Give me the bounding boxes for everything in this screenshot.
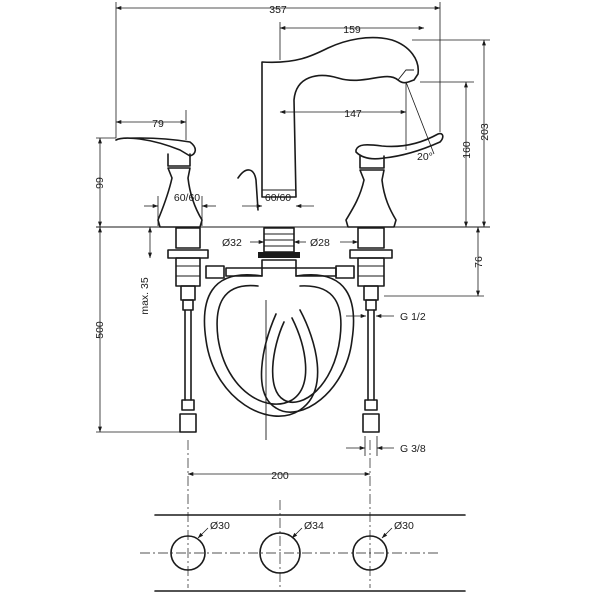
spout-shank: [258, 227, 300, 269]
label-d28: Ø28: [310, 237, 330, 249]
label-hole-center: Ø34: [304, 520, 324, 532]
label-203: 203: [479, 123, 491, 141]
hole-left: [170, 535, 206, 571]
left-handle: [115, 137, 203, 228]
dimension-labels: 357 159 147 79 20° 60/60 60/60 Ø32 Ø28 G…: [94, 4, 491, 532]
tee-connectors: [205, 265, 355, 279]
right-handle: [345, 132, 444, 228]
flex-hose-loop: [203, 274, 355, 440]
spout: [261, 36, 419, 198]
left-supply-hose: [179, 299, 197, 433]
deck-plan: [154, 514, 466, 592]
label-60-60-left: 60/60: [174, 192, 200, 204]
left-valve-body: [167, 227, 209, 301]
label-hole-right: Ø30: [394, 520, 414, 532]
label-79: 79: [152, 118, 164, 130]
label-hole-left: Ø30: [210, 520, 230, 532]
label-max35: max. 35: [139, 277, 151, 315]
label-g38: G 3/8: [400, 443, 426, 455]
label-20-degree: 20°: [417, 151, 433, 163]
hole-center: [259, 532, 301, 574]
label-147: 147: [344, 108, 362, 120]
label-159: 159: [343, 24, 361, 36]
label-60-60-spout: 60/60: [265, 192, 291, 204]
center-lines: [140, 440, 440, 588]
label-99: 99: [94, 177, 106, 189]
label-g12: G 1/2: [400, 311, 426, 323]
right-supply-hose: [362, 299, 380, 433]
hole-right: [352, 535, 388, 571]
label-160: 160: [461, 141, 473, 159]
label-500: 500: [94, 321, 106, 339]
label-357: 357: [269, 4, 287, 16]
label-200: 200: [271, 470, 289, 482]
dimension-lines: [96, 2, 490, 539]
label-d32: Ø32: [222, 237, 242, 249]
label-76: 76: [473, 256, 485, 268]
right-valve-body: [349, 227, 393, 301]
popup-rod: [237, 169, 259, 211]
